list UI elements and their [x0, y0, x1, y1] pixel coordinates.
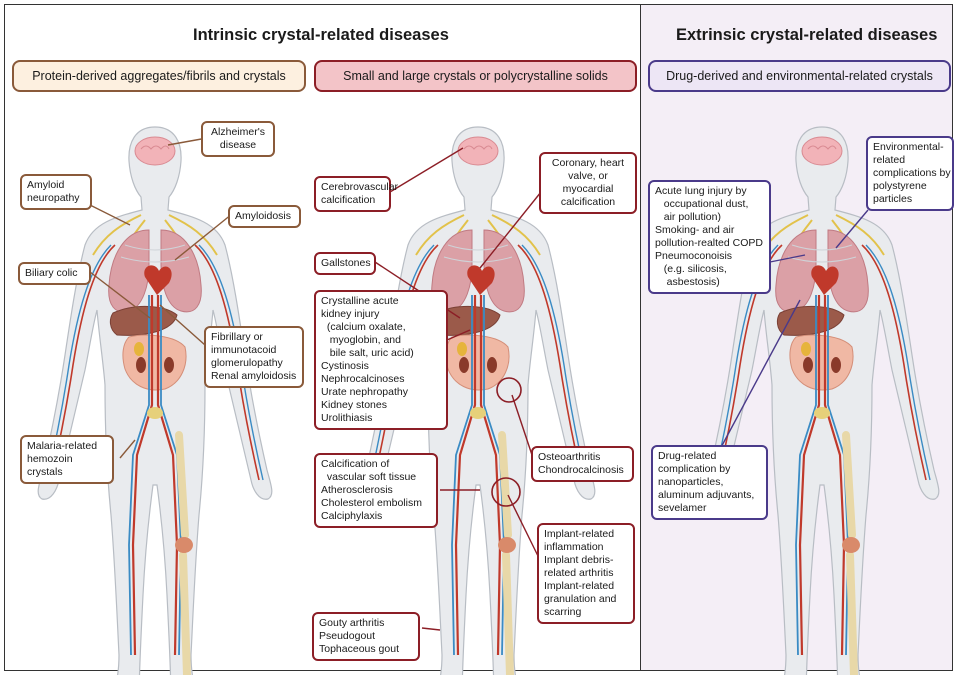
label-kidney: Crystalline acute kidney injury (calcium… — [314, 290, 448, 430]
label-lung: Acute lung injury by occupational dust, … — [648, 180, 771, 294]
label-amyloidosis: Amyloidosis — [228, 205, 301, 228]
label-malaria: Malaria-related hemozoin crystals — [20, 435, 114, 484]
label-fibrillary: Fibrillary or immunotacoid glomerulopath… — [204, 326, 304, 388]
extrinsic-title: Extrinsic crystal-related diseases — [676, 26, 937, 45]
label-drug-related: Drug-related complication by nanoparticl… — [651, 445, 768, 520]
intrinsic-title: Intrinsic crystal-related diseases — [193, 26, 449, 45]
label-amyloid-neuropathy: Amyloid neuropathy — [20, 174, 92, 210]
label-cerebrovascular: Cerebrovascular calcification — [314, 176, 391, 212]
label-biliary-colic: Biliary colic — [18, 262, 91, 285]
category-protein: Protein-derived aggregates/fibrils and c… — [12, 60, 306, 92]
label-environmental: Environmental- related complications by … — [866, 136, 954, 211]
category-drug: Drug-derived and environmental-related c… — [648, 60, 951, 92]
label-gallstones: Gallstones — [314, 252, 376, 275]
label-osteoarthritis: Osteoarthritis Chondrocalcinosis — [531, 446, 634, 482]
label-vascular: Calcification of vascular soft tissue At… — [314, 453, 438, 528]
label-implant: Implant-related inflammation Implant deb… — [537, 523, 635, 624]
category-crystals: Small and large crystals or polycrystall… — [314, 60, 637, 92]
label-alzheimers: Alzheimer's disease — [201, 121, 275, 157]
label-gout: Gouty arthritis Pseudogout Tophaceous go… — [312, 612, 420, 661]
label-coronary: Coronary, heart valve, or myocardial cal… — [539, 152, 637, 214]
